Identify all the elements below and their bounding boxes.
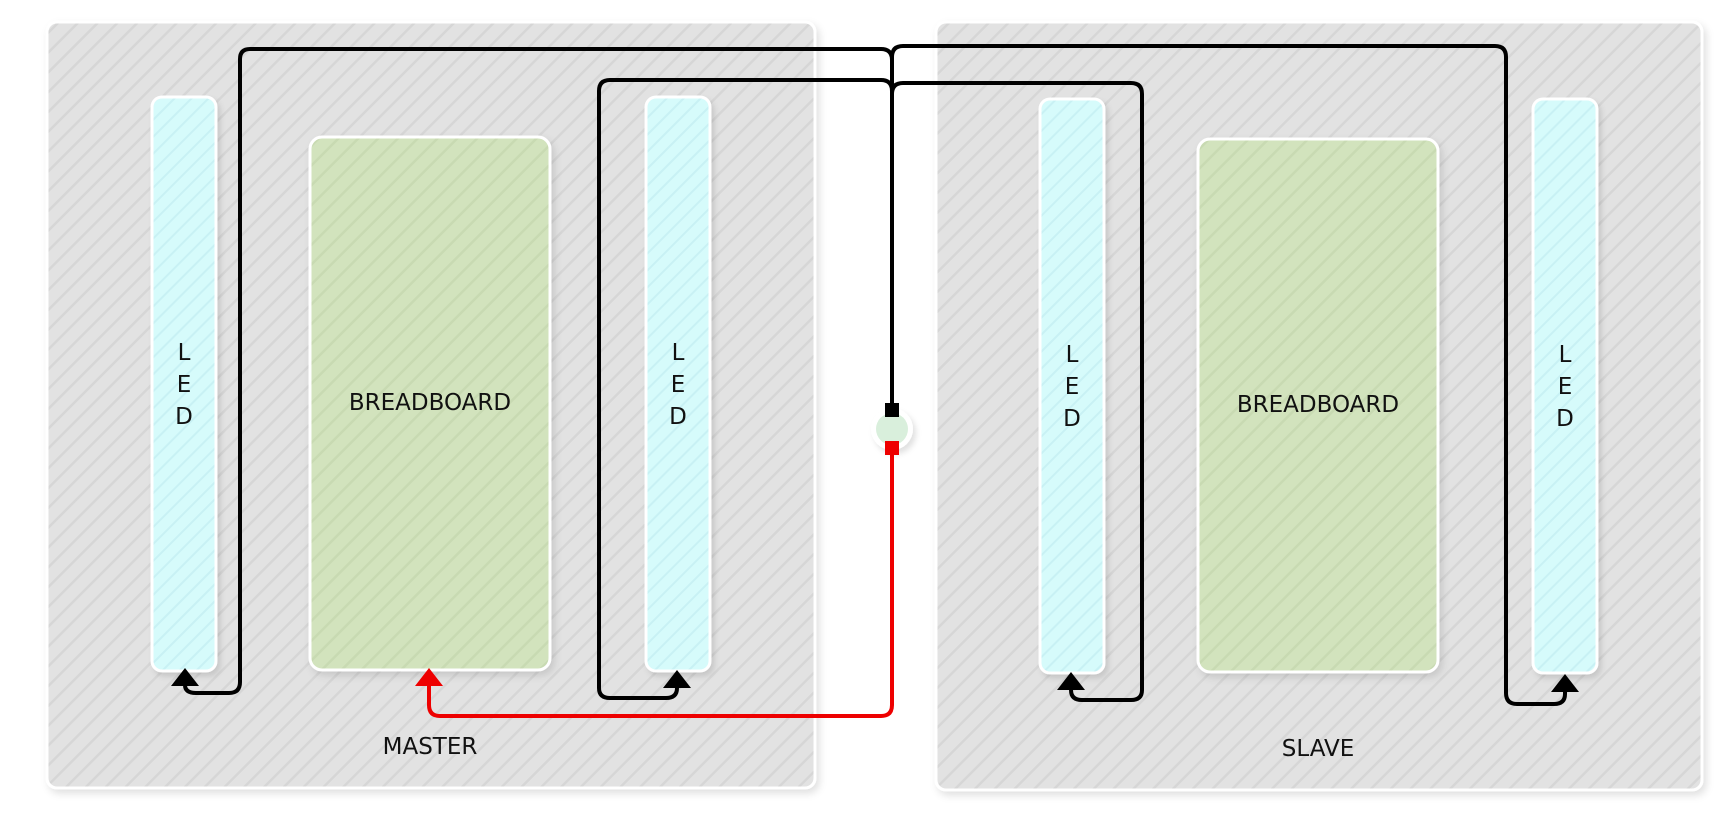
slave-led-right-strip[interactable] [1531,97,1599,675]
wire-to-master-led-right[interactable] [597,78,894,700]
connector-red-terminal [885,441,899,455]
slave-led-left-strip[interactable] [1038,97,1106,675]
slave-breadboard[interactable]: BREADBOARD [1196,137,1440,674]
master-breadboard-label: BREADBOARD [349,390,511,416]
slave-panel-label: SLAVE [1282,736,1354,762]
power-connector-body[interactable] [876,413,908,445]
power-connector[interactable] [871,403,913,455]
arrowhead-master-led-left [171,668,199,686]
master-breadboard[interactable]: BREADBOARD [308,135,552,672]
master-panel-label: MASTER [383,734,478,760]
arrowhead-master-breadboard [415,668,443,686]
arrowhead-master-led-right [663,670,691,688]
master-led-right-strip[interactable] [644,95,712,673]
wire-to-slave-led-left[interactable] [890,81,1144,702]
wire-to-slave-led-right[interactable] [890,44,1567,706]
arrowhead-slave-led-left [1057,672,1085,690]
red-wire-to-master-breadboard[interactable] [427,447,894,718]
connector-black-terminal [885,403,899,417]
wire-to-master-led-left[interactable] [183,47,894,695]
black-wires [183,44,1567,706]
arrowhead-slave-led-right [1551,674,1579,692]
slave-breadboard-label: BREADBOARD [1237,392,1399,418]
slave-breadboard-body[interactable] [1196,137,1440,674]
black-arrowheads [171,668,1579,692]
